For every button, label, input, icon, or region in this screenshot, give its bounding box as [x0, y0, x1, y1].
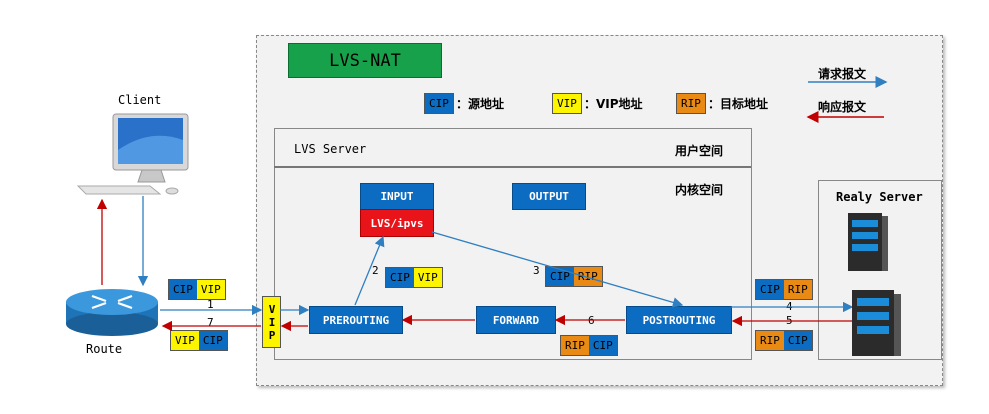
vip-interface-label: VIP — [265, 302, 279, 342]
legend-vip: VIP — [552, 93, 582, 114]
legend-cip: CIP — [424, 93, 454, 114]
server-icon-1 — [848, 213, 888, 271]
route-label: Route — [86, 342, 123, 356]
step-2: 2 — [372, 264, 379, 277]
tag-client-to-vip: CIP VIP — [168, 279, 226, 300]
lvs-ipvs-box: LVS/ipvs — [360, 209, 434, 237]
tag-step5: RIP CIP — [755, 330, 813, 351]
client-computer-icon — [76, 113, 189, 195]
diagram-title: LVS-NAT — [288, 43, 442, 78]
tag-vip: VIP — [413, 268, 442, 287]
legend-rip-desc: ：目标地址 — [708, 97, 769, 111]
real-server-label: Realy Server — [836, 190, 923, 204]
legend-request-label: 请求报文 — [818, 67, 867, 81]
postrouting-chain: POSTROUTING — [626, 306, 732, 334]
tag-step2: CIP VIP — [385, 267, 443, 288]
kernel-space-label: 内核空间 — [675, 183, 724, 197]
user-space-label: 用户空间 — [675, 144, 724, 158]
tag-rip: RIP — [783, 280, 812, 299]
tag-rip: RIP — [561, 336, 589, 355]
server-icon-2 — [852, 290, 901, 356]
lvs-server-label: LVS Server — [294, 142, 367, 156]
tag-cip: CIP — [756, 280, 784, 299]
prerouting-chain: PREROUTING — [309, 306, 403, 334]
client-label: Client — [118, 93, 162, 107]
tag-rip: RIP — [573, 267, 602, 286]
vip-interface: VIP — [262, 296, 281, 348]
user-kernel-divider — [274, 166, 751, 168]
tag-vip-to-client: VIP CIP — [170, 330, 228, 351]
legend-response-label: 响应报文 — [818, 100, 867, 114]
legend-rip: RIP — [676, 93, 706, 114]
tag-rip: RIP — [756, 331, 784, 350]
tag-vip: VIP — [171, 331, 199, 350]
step-1: 1 — [207, 298, 214, 311]
step-3: 3 — [533, 264, 540, 277]
legend-vip-desc: ：VIP地址 — [584, 97, 643, 111]
legend-vip-tag: VIP — [553, 94, 581, 113]
tag-cip: CIP — [198, 331, 227, 350]
legend-cip-desc: ：源地址 — [456, 97, 505, 111]
tag-cip: CIP — [783, 331, 812, 350]
output-chain: OUTPUT — [512, 183, 586, 210]
tag-cip: CIP — [386, 268, 414, 287]
forward-chain: FORWARD — [476, 306, 556, 334]
router-icon — [66, 289, 158, 336]
legend-cip-tag: CIP — [425, 94, 453, 113]
tag-vip: VIP — [196, 280, 225, 299]
tag-step6: RIP CIP — [560, 335, 618, 356]
step-7: 7 — [207, 316, 214, 329]
legend-rip-tag: RIP — [677, 94, 705, 113]
tag-cip: CIP — [588, 336, 617, 355]
tag-cip: CIP — [169, 280, 197, 299]
tag-step4: CIP RIP — [755, 279, 813, 300]
